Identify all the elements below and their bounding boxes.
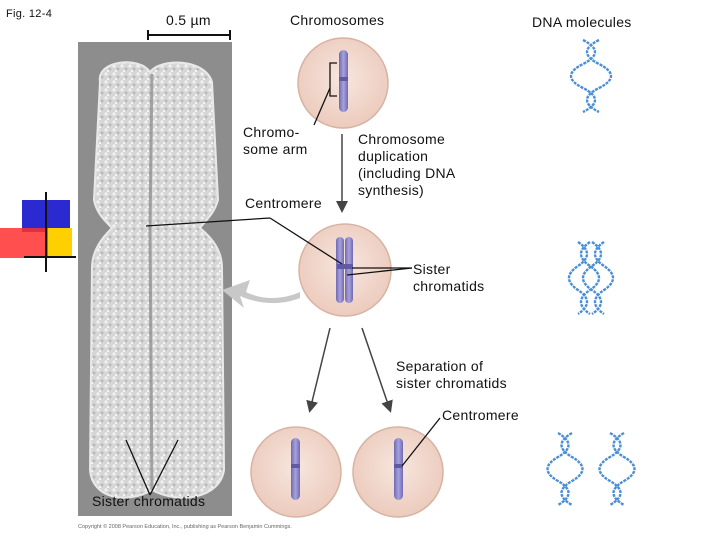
chromosome-arm-pointer (313, 87, 331, 126)
micrograph-chromatid-pointer-2 (149, 439, 179, 496)
centromere-label-bottom: Centromere (442, 407, 519, 423)
sister-chromatids-pointer-1 (346, 267, 413, 276)
chromosome-arm-bracket (329, 62, 337, 97)
chromosome-arm-label: Chromo- some arm (243, 124, 308, 157)
cell-separated-left (250, 426, 342, 518)
centromere-pointer-micrograph (145, 217, 271, 227)
sister-chromatid-left (336, 237, 344, 303)
duplication-label: Chromosome duplication (including DNA sy… (358, 131, 456, 198)
micrograph-link-arrow (222, 280, 300, 308)
micrograph-chromatid-pointer-1 (125, 439, 151, 496)
sister-chromatid-right (345, 237, 353, 303)
micrograph-panel (78, 42, 232, 516)
sister-chromatids-label: Sister chromatids (413, 261, 485, 294)
process-arrows (306, 134, 393, 413)
centromere-label-top: Centromere (245, 195, 322, 211)
cell-separated-right (352, 426, 444, 518)
duplicated-chromosome-image (88, 61, 226, 499)
chromosome (394, 438, 403, 500)
dna-helix-single (569, 38, 613, 114)
dna-helix-pair (567, 241, 615, 315)
dna-molecules-header: DNA molecules (532, 14, 632, 30)
scale-bar (147, 30, 231, 40)
chromosomes-header: Chromosomes (290, 12, 385, 28)
sister-chromatids-micrograph-label: Sister chromatids (92, 493, 206, 509)
figure-label: Fig. 12-4 (6, 8, 53, 20)
dna-helix-separated-left (546, 431, 584, 507)
centromere-pointer-cell (269, 217, 343, 265)
pointer-lines (125, 62, 441, 496)
centromere-bottom-pointer (401, 417, 441, 467)
separation-label: Separation of sister chromatids (396, 358, 507, 391)
chromosome (291, 438, 300, 500)
corner-decoration (0, 192, 76, 272)
cell-duplicated-chromosome (298, 223, 392, 317)
cell-single-chromosome (297, 37, 389, 129)
copyright-text: Copyright © 2008 Pearson Education, Inc.… (78, 524, 292, 530)
dna-helix-separated-right (598, 431, 636, 507)
scale-bar-label: 0.5 µm (166, 12, 211, 28)
